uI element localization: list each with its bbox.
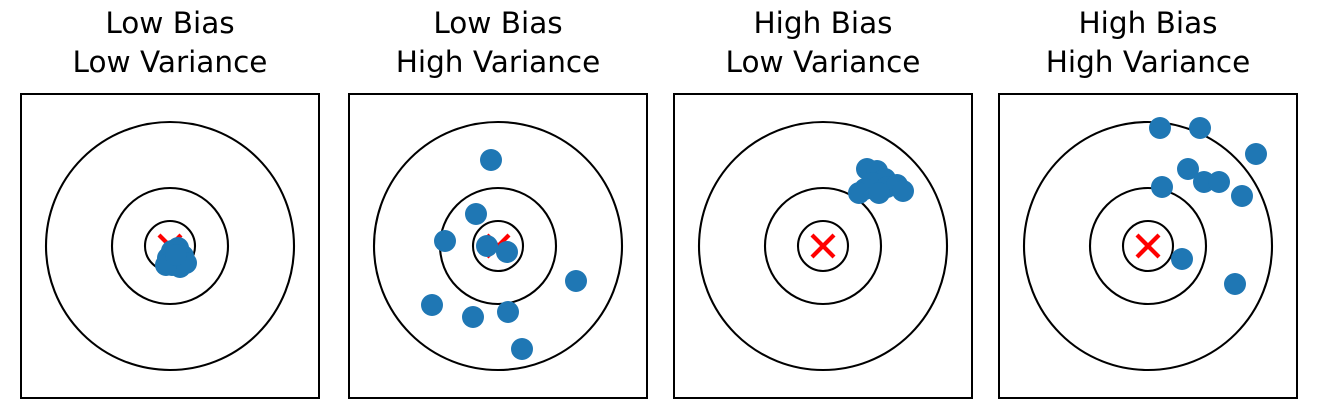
target-plot [697, 120, 949, 372]
prediction-dot [480, 149, 502, 171]
prediction-dot [1151, 176, 1173, 198]
prediction-dot [1231, 185, 1253, 207]
prediction-dots [421, 149, 587, 360]
target-plot [372, 120, 624, 372]
panel-title-line1: High Bias [753, 6, 893, 40]
prediction-dot [511, 338, 533, 360]
prediction-dot [868, 182, 890, 204]
ring-middle [1088, 186, 1208, 306]
prediction-dot [462, 306, 484, 328]
panel-title-line1: High Bias [1078, 6, 1218, 40]
panel-title-line2: High Variance [395, 45, 601, 79]
panel-title-line2: Low Variance [72, 45, 268, 79]
bullseye-x-marker [810, 233, 836, 259]
panel-title-line2: Low Variance [725, 45, 921, 79]
ring-outer [44, 120, 296, 372]
prediction-dot [1224, 273, 1246, 295]
prediction-dot [848, 182, 870, 204]
prediction-dot [892, 180, 914, 202]
prediction-dot [1189, 117, 1211, 139]
prediction-dot [497, 301, 519, 323]
prediction-dot [1177, 158, 1199, 180]
ring-outer [372, 120, 624, 372]
ring-outer [1022, 120, 1274, 372]
prediction-dot [465, 203, 487, 225]
prediction-dot [496, 241, 518, 263]
prediction-dot [476, 235, 498, 257]
ring-inner [471, 219, 525, 273]
prediction-dots [848, 158, 914, 204]
ring-middle [763, 186, 883, 306]
ring-outer [697, 120, 949, 372]
prediction-dot [1149, 117, 1171, 139]
bullseye-x-marker [1135, 233, 1161, 259]
ring-inner [1121, 219, 1175, 273]
target-plot [1022, 117, 1274, 372]
prediction-dot [1171, 248, 1193, 270]
panel-title-line1: Low Bias [433, 6, 563, 40]
prediction-dot [434, 230, 456, 252]
target-plot [44, 120, 296, 372]
prediction-dot [565, 270, 587, 292]
panel-title-line1: Low Bias [105, 6, 235, 40]
prediction-dot [421, 294, 443, 316]
prediction-dots [1149, 117, 1267, 295]
ring-middle [110, 186, 230, 306]
prediction-dot [165, 244, 187, 266]
prediction-dot [1245, 143, 1267, 165]
prediction-dot [1208, 171, 1230, 193]
ring-inner [796, 219, 850, 273]
panel-title-line2: High Variance [1045, 45, 1251, 79]
prediction-dots [155, 237, 197, 278]
